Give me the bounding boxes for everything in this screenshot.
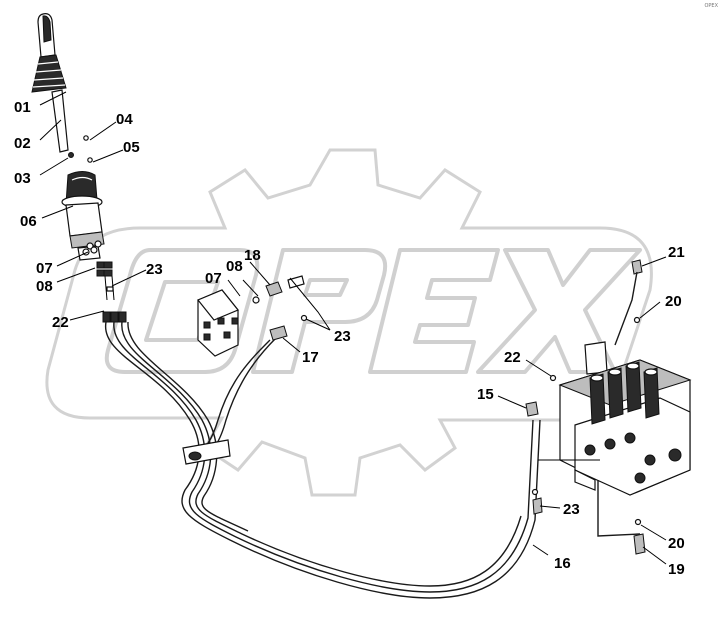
label-06: 06 — [20, 213, 37, 230]
label-18: 18 — [244, 247, 261, 264]
label-20-top: 20 — [665, 293, 682, 310]
label-08-mid: 08 — [226, 258, 243, 275]
label-07-left: 07 — [36, 260, 53, 277]
label-02: 02 — [14, 135, 31, 152]
valve-block — [197, 289, 239, 357]
label-23-right: 23 — [563, 501, 580, 518]
watermark-letters — [104, 248, 642, 374]
label-19: 19 — [668, 561, 685, 578]
block-fittings — [252, 275, 308, 341]
corner-note: ОРЕХ — [704, 3, 718, 9]
label-03: 03 — [14, 170, 31, 187]
label-05: 05 — [123, 139, 140, 156]
main-control-valve — [558, 341, 692, 496]
label-22-right: 22 — [504, 349, 521, 366]
pilot-hoses — [105, 321, 541, 599]
joystick-handle — [37, 13, 56, 58]
label-22-left: 22 — [52, 314, 69, 331]
label-04: 04 — [116, 111, 133, 128]
label-15: 15 — [477, 386, 494, 403]
label-20-bottom: 20 — [668, 535, 685, 552]
right-fittings — [525, 259, 646, 555]
label-07-mid: 07 — [205, 270, 222, 287]
hose-clamp — [182, 439, 231, 465]
valve-sections — [589, 361, 660, 425]
leader-lines — [39, 91, 667, 565]
rubber-boot — [31, 54, 69, 153]
callout-labels: 01 02 03 04 05 06 07 08 22 23 18 07 08 2… — [14, 99, 685, 578]
label-23-mid: 23 — [334, 328, 351, 345]
label-16: 16 — [554, 555, 571, 572]
label-17: 17 — [302, 349, 319, 366]
small-fittings — [68, 135, 127, 323]
label-21: 21 — [668, 244, 685, 261]
label-23-left: 23 — [146, 261, 163, 278]
label-01: 01 — [14, 99, 31, 116]
label-08-left: 08 — [36, 278, 53, 295]
